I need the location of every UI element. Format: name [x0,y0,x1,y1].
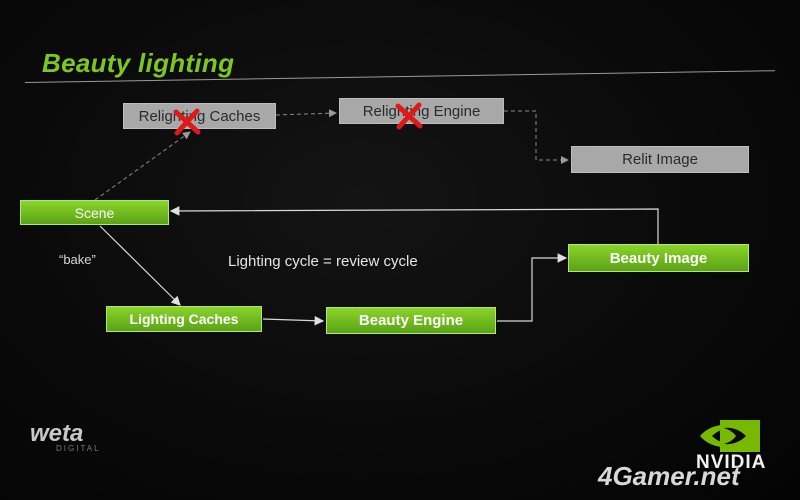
connector-lighting-caches-to-beauty-engine [262,315,325,326]
node-relit-image-label: Relit Image [622,151,698,168]
weta-logo-sub: DIGITAL [56,444,101,453]
node-beauty-engine: Beauty Engine [326,307,496,334]
connector-relighting-engine-to-relit [504,110,569,164]
node-scene: Scene [20,200,169,225]
connector-beauty-engine-to-beauty-image [497,253,568,322]
node-relighting-caches-label: Relighting Caches [138,107,261,125]
connector-relighting-caches-to-engine [275,109,337,118]
cross-out-icon [173,108,201,136]
connector-beauty-image-to-scene [169,206,659,244]
nvidia-eye-logo-icon [700,420,760,452]
node-relighting-engine-label: Relighting Engine [362,102,481,120]
node-lighting-caches: Lighting Caches [106,306,262,332]
node-beauty-image-label: Beauty Image [609,249,708,267]
node-beauty-engine-label: Beauty Engine [358,312,464,329]
connector-scene-to-lighting-caches [99,225,181,306]
weta-logo: weta [30,420,84,447]
cross-out-icon [395,102,423,130]
node-relighting-engine: Relighting Engine [339,98,504,124]
node-scene-label: Scene [74,204,115,221]
node-beauty-image: Beauty Image [568,244,749,272]
bake-label: “bake” [59,252,96,267]
slide-title: Beauty lighting [42,48,235,78]
node-lighting-caches-label: Lighting Caches [129,311,239,327]
watermark-4gamer: 4Gamer.net [598,461,740,491]
node-relit-image: Relit Image [571,146,749,173]
connector-scene-to-relighting-caches [94,131,191,201]
cycle-label: Lighting cycle = review cycle [228,253,418,270]
nvidia-logo-text: NVIDIA [696,452,767,473]
node-relighting-caches: Relighting Caches [123,103,276,129]
